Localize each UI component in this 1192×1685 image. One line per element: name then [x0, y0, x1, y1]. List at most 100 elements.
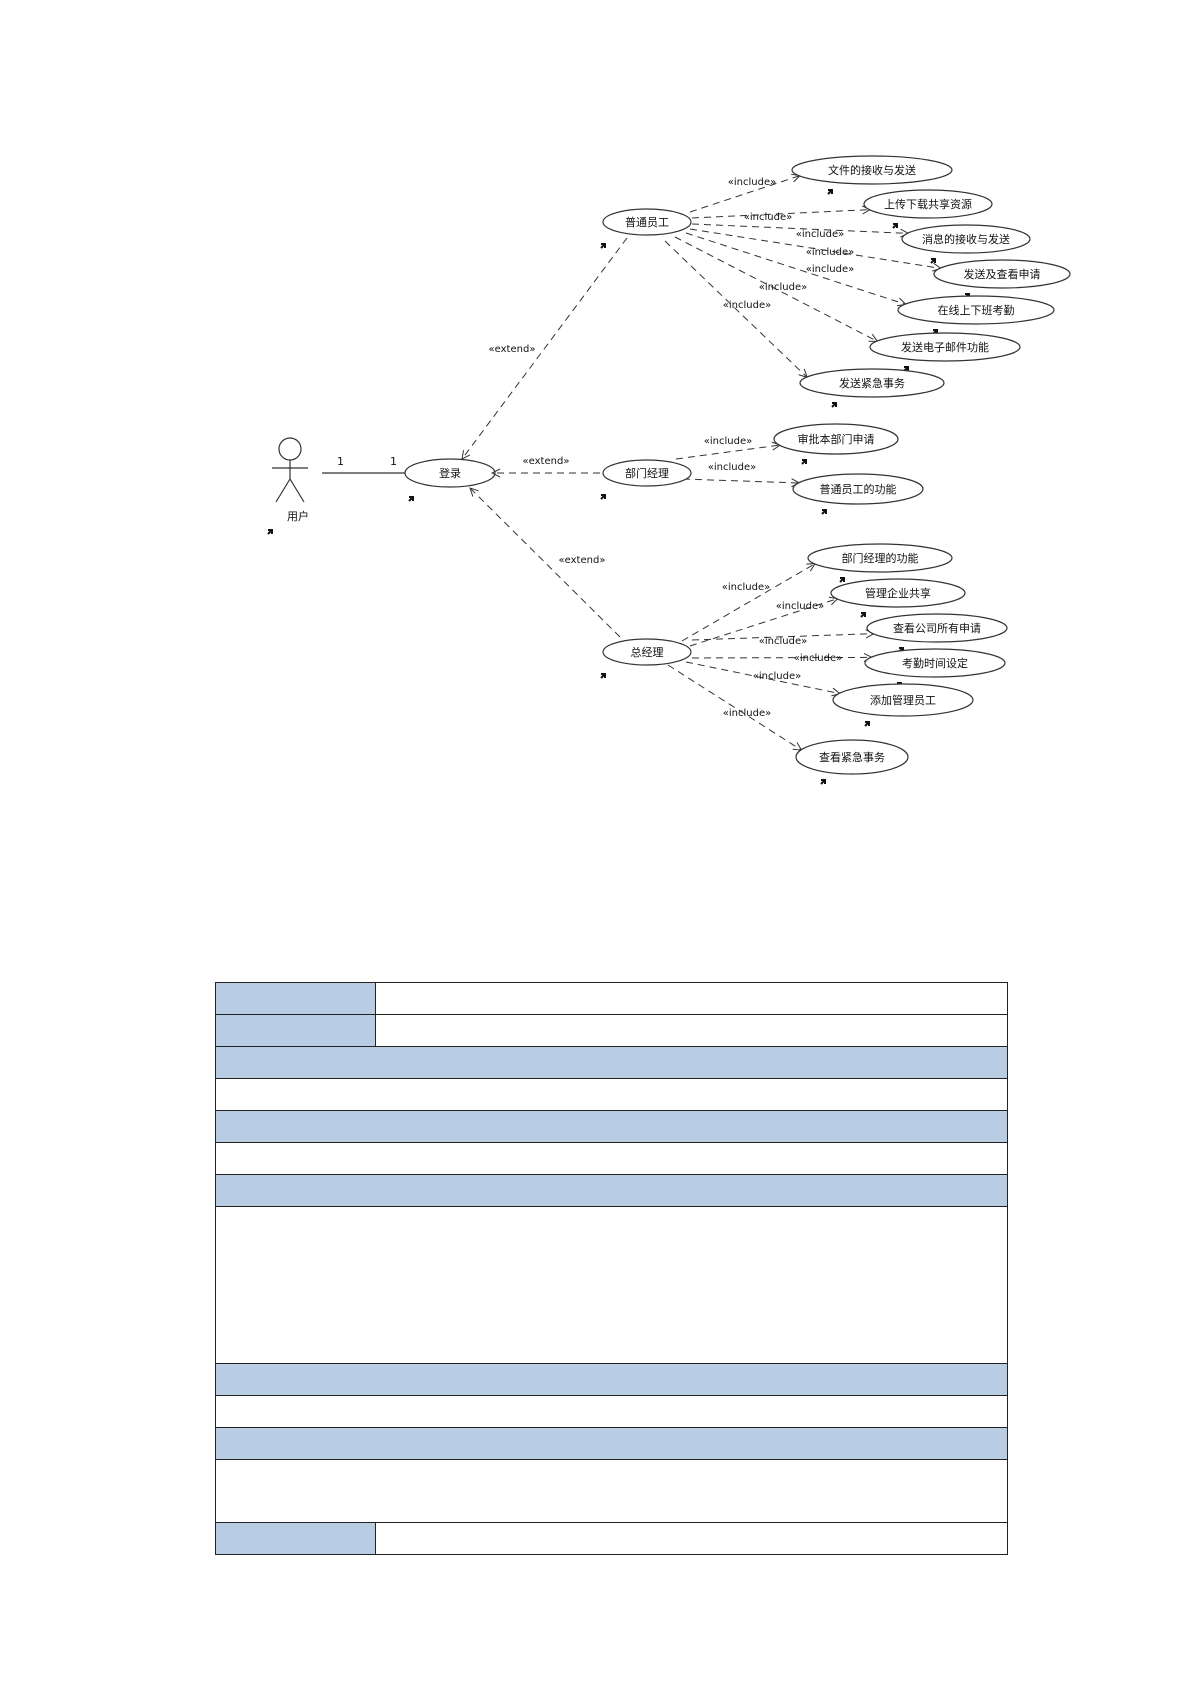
- include-label: «include»: [722, 582, 770, 593]
- table-value-cell: [375, 982, 1008, 1015]
- table-row: [215, 1363, 1008, 1396]
- include-connector: [667, 664, 802, 750]
- table-section-body: [215, 1078, 1008, 1111]
- include-connector: [682, 479, 800, 483]
- usecase-0-1-label: 上传下载共享资源: [884, 197, 972, 211]
- extend-label: «extend»: [523, 456, 570, 467]
- include-label: «include»: [796, 229, 844, 240]
- include-connector: [675, 445, 780, 460]
- use-case-description-table: [215, 982, 1008, 1555]
- include-connector: [685, 232, 906, 304]
- include-connector: [691, 634, 874, 641]
- usecase-0-4: [897, 295, 1055, 325]
- usecase-2-5: [795, 739, 909, 775]
- table-row: [215, 1427, 1008, 1460]
- usecase-0-3-label: 发送及查看申请: [964, 267, 1041, 281]
- multiplicity-usecase: 1: [390, 455, 397, 468]
- usecase-0-4-label: 在线上下班考勤: [938, 303, 1015, 317]
- table-row: [215, 1142, 1008, 1175]
- table-section-body: [215, 1395, 1008, 1428]
- table-value-cell: [375, 1014, 1008, 1047]
- usecase-1-1: [792, 473, 924, 505]
- role-0: [602, 208, 692, 236]
- usecase-0-2-label: 消息的接收与发送: [922, 232, 1010, 246]
- include-label: «include»: [794, 653, 842, 664]
- actor-label: 用户: [287, 509, 309, 523]
- table-section-body: [215, 1459, 1008, 1523]
- usecase-2-2: [866, 613, 1008, 643]
- table-row: [215, 1014, 1008, 1047]
- usecase-link-icon: [821, 509, 827, 515]
- include-label: «include»: [704, 436, 752, 447]
- include-label: «include»: [759, 636, 807, 647]
- include-label: «include»: [806, 247, 854, 258]
- include-connector: [691, 210, 870, 219]
- role-link-icon: [600, 243, 606, 249]
- usecase-link-icon: [827, 189, 833, 195]
- login-link-icon: [408, 496, 414, 502]
- include-label: «include»: [744, 212, 792, 223]
- role-1-label: 部门经理: [625, 466, 669, 480]
- extend-label: «extend»: [559, 555, 606, 566]
- connector-layer: «extend» «include» «include» «include» «incl…: [462, 176, 941, 751]
- usecase-0-5-label: 发送电子邮件功能: [901, 340, 989, 354]
- table-row: [215, 1206, 1008, 1364]
- usecase-link-icon: [820, 779, 826, 785]
- table-header-cell: [215, 982, 376, 1015]
- usecase-link-icon: [801, 459, 807, 465]
- table-header-cell: [215, 1522, 376, 1555]
- include-label: «include»: [728, 177, 776, 188]
- table-row: [215, 1522, 1008, 1555]
- table-row: [215, 1046, 1008, 1079]
- node-layer: 文件的接收与发送上传下载共享资源消息的接收与发送发送及查看申请在线上下班考勤发送…: [600, 155, 1071, 785]
- role-link-icon: [600, 673, 606, 679]
- role-1: [602, 459, 692, 487]
- usecase-0-0: [791, 155, 953, 185]
- usecase-link-icon: [892, 223, 898, 229]
- usecase-2-1: [830, 578, 966, 608]
- usecase-2-0: [807, 543, 953, 573]
- include-label: «include»: [723, 300, 771, 311]
- usecase-login-label: 登录: [439, 466, 461, 480]
- usecase-0-5: [869, 332, 1021, 362]
- actor-link-icon: [267, 529, 273, 535]
- table-section-header: [215, 1174, 1008, 1207]
- extend-connector: [462, 237, 628, 459]
- table-row: [215, 1395, 1008, 1428]
- usecase-2-0-label: 部门经理的功能: [842, 551, 919, 565]
- include-connector: [689, 176, 800, 213]
- role-0-label: 普通员工: [625, 215, 669, 229]
- table-header-cell: [215, 1014, 376, 1047]
- include-connector: [685, 661, 840, 694]
- role-2-label: 总经理: [631, 645, 664, 659]
- include-connector: [689, 228, 941, 268]
- include-connector: [691, 657, 872, 658]
- include-label: «include»: [708, 462, 756, 473]
- usecase-0-2: [901, 224, 1031, 254]
- table-row: [215, 982, 1008, 1015]
- multiplicity-actor: 1: [337, 455, 344, 468]
- include-connector: [681, 564, 815, 642]
- table-section-header: [215, 1046, 1008, 1079]
- table-row: [215, 1459, 1008, 1523]
- usecase-link-icon: [839, 577, 845, 583]
- usecase-link-icon: [831, 402, 837, 408]
- include-connector: [664, 240, 807, 377]
- usecase-0-3: [933, 259, 1071, 289]
- include-label: «include»: [776, 601, 824, 612]
- usecase-link-icon: [864, 721, 870, 727]
- include-label: «include»: [806, 264, 854, 275]
- usecase-2-3: [864, 648, 1006, 678]
- use-case-diagram: 用户 1 1 登录 «extend» «include» «include» «inc…: [267, 155, 1071, 785]
- include-label: «include»: [723, 708, 771, 719]
- role-2: [602, 638, 692, 666]
- table-value-cell: [375, 1522, 1008, 1555]
- include-connector: [689, 599, 838, 647]
- table-section-body: [215, 1142, 1008, 1175]
- include-label: «include»: [759, 282, 807, 293]
- usecase-2-4-label: 添加管理员工: [870, 693, 936, 707]
- table-row: [215, 1110, 1008, 1143]
- usecase-2-2-label: 查看公司所有申请: [893, 621, 981, 635]
- usecase-0-6: [799, 368, 945, 398]
- table-row: [215, 1174, 1008, 1207]
